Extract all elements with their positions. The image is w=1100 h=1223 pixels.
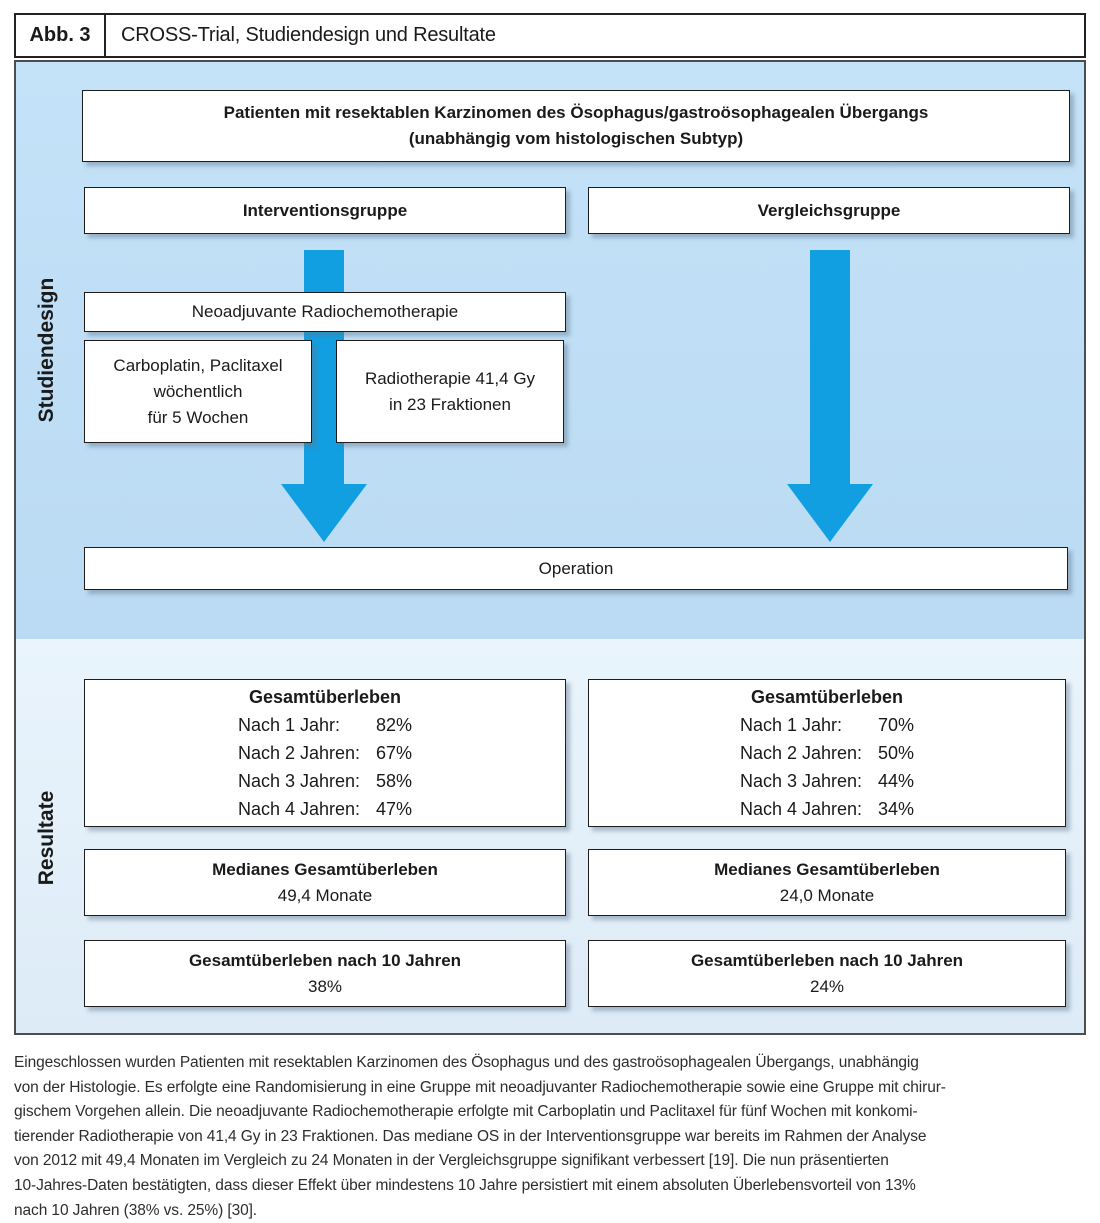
caption-line: von 2012 mit 49,4 Monaten im Vergleich z…: [14, 1152, 889, 1170]
os-row-label: Nach 3 Jahren:: [739, 771, 863, 791]
chemo-line2: wöchentlich: [153, 381, 243, 401]
median-os-value: 49,4 Monate: [277, 885, 373, 905]
chemo-line1: Carboplatin, Paclitaxel: [113, 355, 283, 375]
os-row-label: Nach 1 Jahr:: [739, 715, 843, 735]
caption-line: gischem Vorgehen allein. Die neoadjuvant…: [14, 1103, 918, 1121]
os-row-value: 70%: [877, 715, 915, 735]
os-row-value: 58%: [375, 771, 413, 791]
intervention-median-os-box: Medianes Gesamtüberleben 49,4 Monate: [84, 849, 566, 916]
os-row: Nach 4 Jahren: 47%: [238, 795, 412, 823]
comparison-arrow-shaft: [810, 250, 850, 486]
intervention-group-box: Interventionsgruppe: [84, 187, 566, 234]
intervention-os-box: Gesamtüberleben Nach 1 Jahr: 82% Nach 2 J…: [84, 679, 566, 827]
section-label-resultate: Resultate: [35, 790, 58, 886]
os-row: Nach 2 Jahren: 67%: [238, 739, 412, 767]
os-row-label: Nach 2 Jahren:: [237, 743, 361, 763]
comparison-os-title: Gesamtüberleben: [750, 687, 904, 707]
diagram-panel: Studiendesign Resultate Patienten mit re…: [14, 60, 1086, 1035]
neoadjuvant-therapy-label: Neoadjuvante Radiochemotherapie: [191, 302, 459, 321]
comparison-ten-year-os-box: Gesamtüberleben nach 10 Jahren 24%: [588, 940, 1066, 1007]
intervention-group-label: Interventionsgruppe: [242, 200, 408, 220]
radio-line2: in 23 Fraktionen: [389, 394, 511, 414]
caption-line: 10-Jahres-Daten bestätigten, dass dieser…: [14, 1176, 916, 1194]
comparison-group-box: Vergleichsgruppe: [588, 187, 1070, 234]
chemo-line3: für 5 Wochen: [147, 407, 249, 427]
operation-box: Operation: [84, 547, 1068, 590]
neoadjuvant-therapy-box: Neoadjuvante Radiochemotherapie: [84, 292, 566, 332]
os-row-label: Nach 4 Jahren:: [237, 799, 361, 819]
radio-line1: Radiotherapie 41,4 Gy: [364, 368, 536, 388]
os-row: Nach 2 Jahren: 50%: [740, 739, 914, 767]
os-row-label: Nach 3 Jahren:: [237, 771, 361, 791]
comparison-down-arrow-icon: [787, 484, 873, 542]
os-row: Nach 4 Jahren: 34%: [740, 795, 914, 823]
intervention-down-arrow-icon: [281, 484, 367, 542]
figure-title: CROSS-Trial, Studiendesign und Resultate: [121, 24, 496, 46]
comparison-os-table: Gesamtüberleben Nach 1 Jahr: 70% Nach 2 J…: [740, 683, 914, 823]
ten-year-os-title: Gesamtüberleben nach 10 Jahren: [690, 950, 964, 970]
section-label-studiendesign: Studiendesign: [35, 277, 58, 423]
comparison-median-os-box: Medianes Gesamtüberleben 24,0 Monate: [588, 849, 1066, 916]
os-row-label: Nach 4 Jahren:: [739, 799, 863, 819]
caption-line: Eingeschlossen wurden Patienten mit rese…: [14, 1054, 919, 1071]
os-row-label: Nach 2 Jahren:: [739, 743, 863, 763]
os-row-value: 34%: [877, 799, 915, 819]
comparison-group-label: Vergleichsgruppe: [757, 200, 901, 220]
comparison-os-box: Gesamtüberleben Nach 1 Jahr: 70% Nach 2 J…: [588, 679, 1066, 827]
caption-line: nach 10 Jahren (38% vs. 25%) [30].: [14, 1201, 258, 1219]
intervention-os-title: Gesamtüberleben: [248, 687, 402, 707]
os-row: Nach 3 Jahren: 58%: [238, 767, 412, 795]
figure-title-bar: Abb. 3 CROSS-Trial, Studiendesign und Re…: [14, 13, 1086, 58]
median-os-title: Medianes Gesamtüberleben: [212, 859, 438, 879]
os-row-value: 47%: [375, 799, 413, 819]
os-row: Nach 1 Jahr: 70%: [740, 711, 914, 739]
chemotherapy-box: Carboplatin, Paclitaxel wöchentlich für …: [84, 340, 312, 443]
caption-line: von der Histologie. Es erfolgte eine Ran…: [14, 1078, 946, 1096]
os-row: Nach 3 Jahren: 44%: [740, 767, 914, 795]
os-row-value: 50%: [877, 743, 915, 763]
ten-year-os-value: 24%: [809, 976, 845, 996]
os-row-value: 44%: [877, 771, 915, 791]
os-row-value: 82%: [375, 715, 413, 735]
ten-year-os-value: 38%: [307, 976, 343, 996]
os-row-value: 67%: [375, 743, 413, 763]
operation-label: Operation: [538, 558, 614, 578]
caption-line: tierender Radiotherapie von 41,4 Gy in 2…: [14, 1127, 927, 1145]
patients-line2: (unabhängig vom histologischen Subtyp): [408, 129, 744, 148]
figure-number: Abb. 3: [16, 15, 106, 56]
median-os-value: 24,0 Monate: [779, 885, 875, 905]
radiotherapy-box: Radiotherapie 41,4 Gy in 23 Fraktionen: [336, 340, 564, 443]
intervention-ten-year-os-box: Gesamtüberleben nach 10 Jahren 38%: [84, 940, 566, 1007]
figure-caption: Eingeschlossen wurden Patienten mit rese…: [14, 1051, 1086, 1223]
ten-year-os-title: Gesamtüberleben nach 10 Jahren: [188, 950, 462, 970]
os-row-label: Nach 1 Jahr:: [237, 715, 341, 735]
median-os-title: Medianes Gesamtüberleben: [714, 859, 940, 879]
patients-line1: Patienten mit resektablen Karzinomen des…: [223, 103, 929, 122]
intervention-os-table: Gesamtüberleben Nach 1 Jahr: 82% Nach 2 J…: [238, 683, 412, 823]
patients-box: Patienten mit resektablen Karzinomen des…: [82, 90, 1070, 162]
os-row: Nach 1 Jahr: 82%: [238, 711, 412, 739]
